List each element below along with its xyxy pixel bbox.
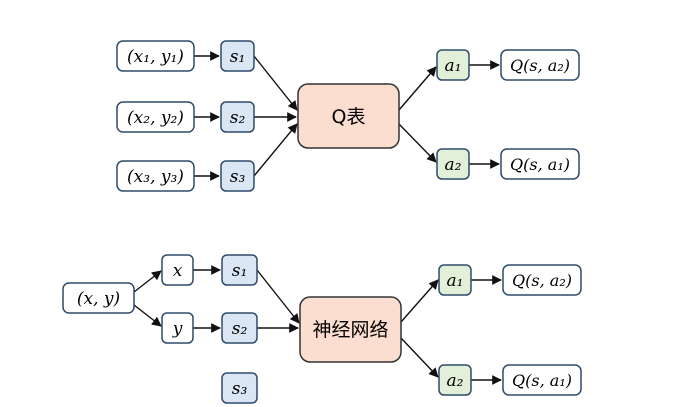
top-input-box-1 [116,40,195,72]
bottom-state-label-3: s₃ [232,379,248,399]
bottom-feature-label-y: y [172,319,183,339]
arrow-input-x [133,270,162,293]
bottom-action-label-1: a₁ [447,271,464,291]
arrow-center-a1 [398,66,437,111]
top-center-box [297,83,400,149]
bottom-output-box-1 [502,264,582,296]
top-state-label-3: s₃ [230,167,246,187]
top-input-box-3 [116,160,195,192]
top-diagram: (x₁, y₁) (x₂, y₂) (x₃, y₃) s₁ s₂ s₃ Q表 a… [116,40,580,192]
bottom-output-label-1: Q(s, a₂) [512,271,572,290]
bottom-center-label: 神经网络 [312,319,388,341]
top-output-label-2: Q(s, a₁) [510,155,570,174]
bottom-state-box-2 [221,312,258,344]
bottom-output-label-2: Q(s, a₁) [512,371,572,390]
bottom-center-box [299,296,402,363]
arrow-s1-nn [256,269,300,324]
bottom-state-label-2: s₂ [232,319,248,339]
arrow-nn-a2 [400,337,439,378]
arrow-nn-a1 [400,279,439,323]
top-state-label-2: s₂ [230,108,246,128]
top-input-label-1: (x₁, y₁) [127,47,184,67]
arrow-center-a2 [398,123,437,163]
bottom-arrows [133,265,502,385]
top-action-label-1: a₁ [445,56,462,76]
top-output-box-2 [500,148,580,180]
top-center-label: Q表 [332,106,366,128]
bottom-output-box-2 [502,364,582,396]
bottom-feature-label-x: x [173,261,183,281]
bottom-state-label-1: s₁ [232,261,248,281]
bottom-feature-box-x [161,254,194,286]
top-input-label-3: (x₃, y₃) [127,167,184,187]
top-output-box-1 [500,49,580,81]
top-state-box-2 [220,101,255,133]
top-state-box-1 [220,40,255,72]
arrow-input-y [133,304,162,327]
bottom-diagram: (x, y) x y s₁ s₂ s₃ 神经网络 a₁ a₂ Q(s, a₂) … [62,254,582,404]
bottom-feature-box-y [161,312,194,344]
bottom-input-label: (x, y) [77,289,120,309]
top-action-label-2: a₂ [445,155,462,175]
bottom-action-box-1 [438,264,472,296]
top-output-label-1: Q(s, a₂) [510,56,570,75]
bottom-state-box-1 [221,254,258,286]
top-input-box-2 [116,101,195,133]
top-action-box-2 [436,148,470,180]
top-arrows [194,51,500,181]
bottom-action-label-2: a₂ [447,371,464,391]
bottom-action-box-2 [438,364,472,396]
top-input-label-2: (x₂, y₂) [127,108,184,128]
bottom-input-box [62,282,135,314]
arrow-s3-center [253,123,298,177]
bottom-state-box-3 [221,372,258,404]
top-state-label-1: s₁ [230,47,246,67]
top-action-box-1 [436,49,470,81]
arrow-s1-center [253,55,298,111]
top-state-box-3 [220,160,255,192]
